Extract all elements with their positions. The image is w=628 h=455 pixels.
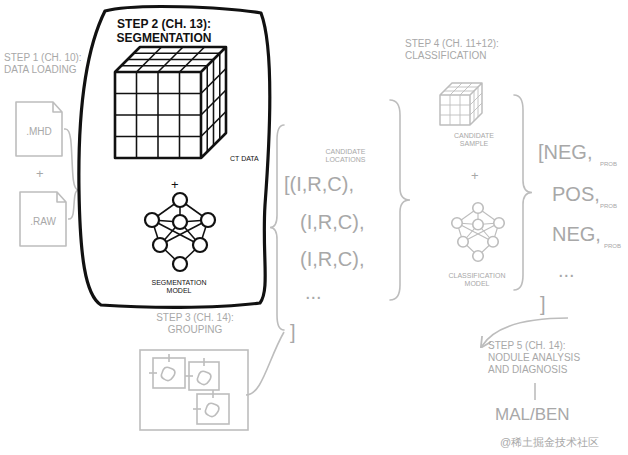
- node-heading: STEP 2 (CH. 13): SEGMENTATION: [103, 17, 225, 46]
- plus-sign: +: [471, 168, 479, 184]
- ct-cube: [440, 83, 482, 125]
- ellipsis: ...: [305, 280, 322, 304]
- node-heading: STEP 3 (CH. 14): GROUPING: [145, 312, 245, 336]
- node-text: SEGMENTATION MODEL: [147, 279, 211, 296]
- node-heading: .MHD: [14, 126, 64, 138]
- ellipsis: ...: [558, 258, 575, 282]
- bracket: ]: [290, 320, 296, 344]
- step-label: STEP 5 (CH. 14): NODULE ANALYSIS AND DIA…: [488, 340, 588, 376]
- caption-label: CANDIDATE LOCATIONS: [318, 148, 373, 165]
- watermark: @稀土掘金技术社区: [500, 436, 599, 449]
- node-text: CT DATA: [230, 155, 260, 163]
- curly-brace: [270, 125, 284, 330]
- caption-label: CLASSIFICATION MODEL: [445, 272, 509, 289]
- node-heading: .RAW: [18, 216, 68, 228]
- plus-sign: +: [36, 166, 44, 182]
- subscript: PROB: [600, 203, 617, 210]
- bracket: ]: [540, 292, 546, 316]
- step-label: STEP 4 (CH. 11+12): CLASSIFICATION: [405, 38, 515, 62]
- coordinate-list: (I,R,C),: [300, 210, 364, 234]
- result-list: POS,: [552, 182, 600, 206]
- subscript: PROB: [600, 161, 617, 168]
- result-label: MAL/BEN: [495, 405, 570, 425]
- coordinate-list: (I,R,C),: [300, 247, 364, 271]
- grouping-panel: STEP 3 (CH. 14): GROUPING: [125, 312, 265, 434]
- subscript: PROB: [604, 243, 621, 250]
- file-icon: .MHD: [14, 100, 64, 158]
- grouping-link: [246, 332, 284, 395]
- caption-label: CANDIDATE SAMPLE: [448, 132, 500, 149]
- file-icon: .RAW: [18, 190, 68, 248]
- node-text: +: [171, 177, 179, 193]
- ct-cube: [115, 47, 226, 158]
- result-list: [NEG,: [538, 140, 592, 164]
- flow-line: [534, 383, 536, 400]
- result-list: NEG,: [552, 222, 601, 246]
- curly-brace: [390, 100, 410, 300]
- step-label: STEP 1 (CH. 10): DATA LOADING: [4, 52, 104, 76]
- curly-brace: [514, 95, 532, 290]
- neural-network-icon: [452, 203, 505, 262]
- neural-network-icon: [145, 193, 215, 271]
- highlight-region: STEP 2 (CH. 13): SEGMENTATION CT DATA + SEG…: [75, 5, 273, 310]
- coordinate-list: [(I,R,C),: [284, 172, 354, 196]
